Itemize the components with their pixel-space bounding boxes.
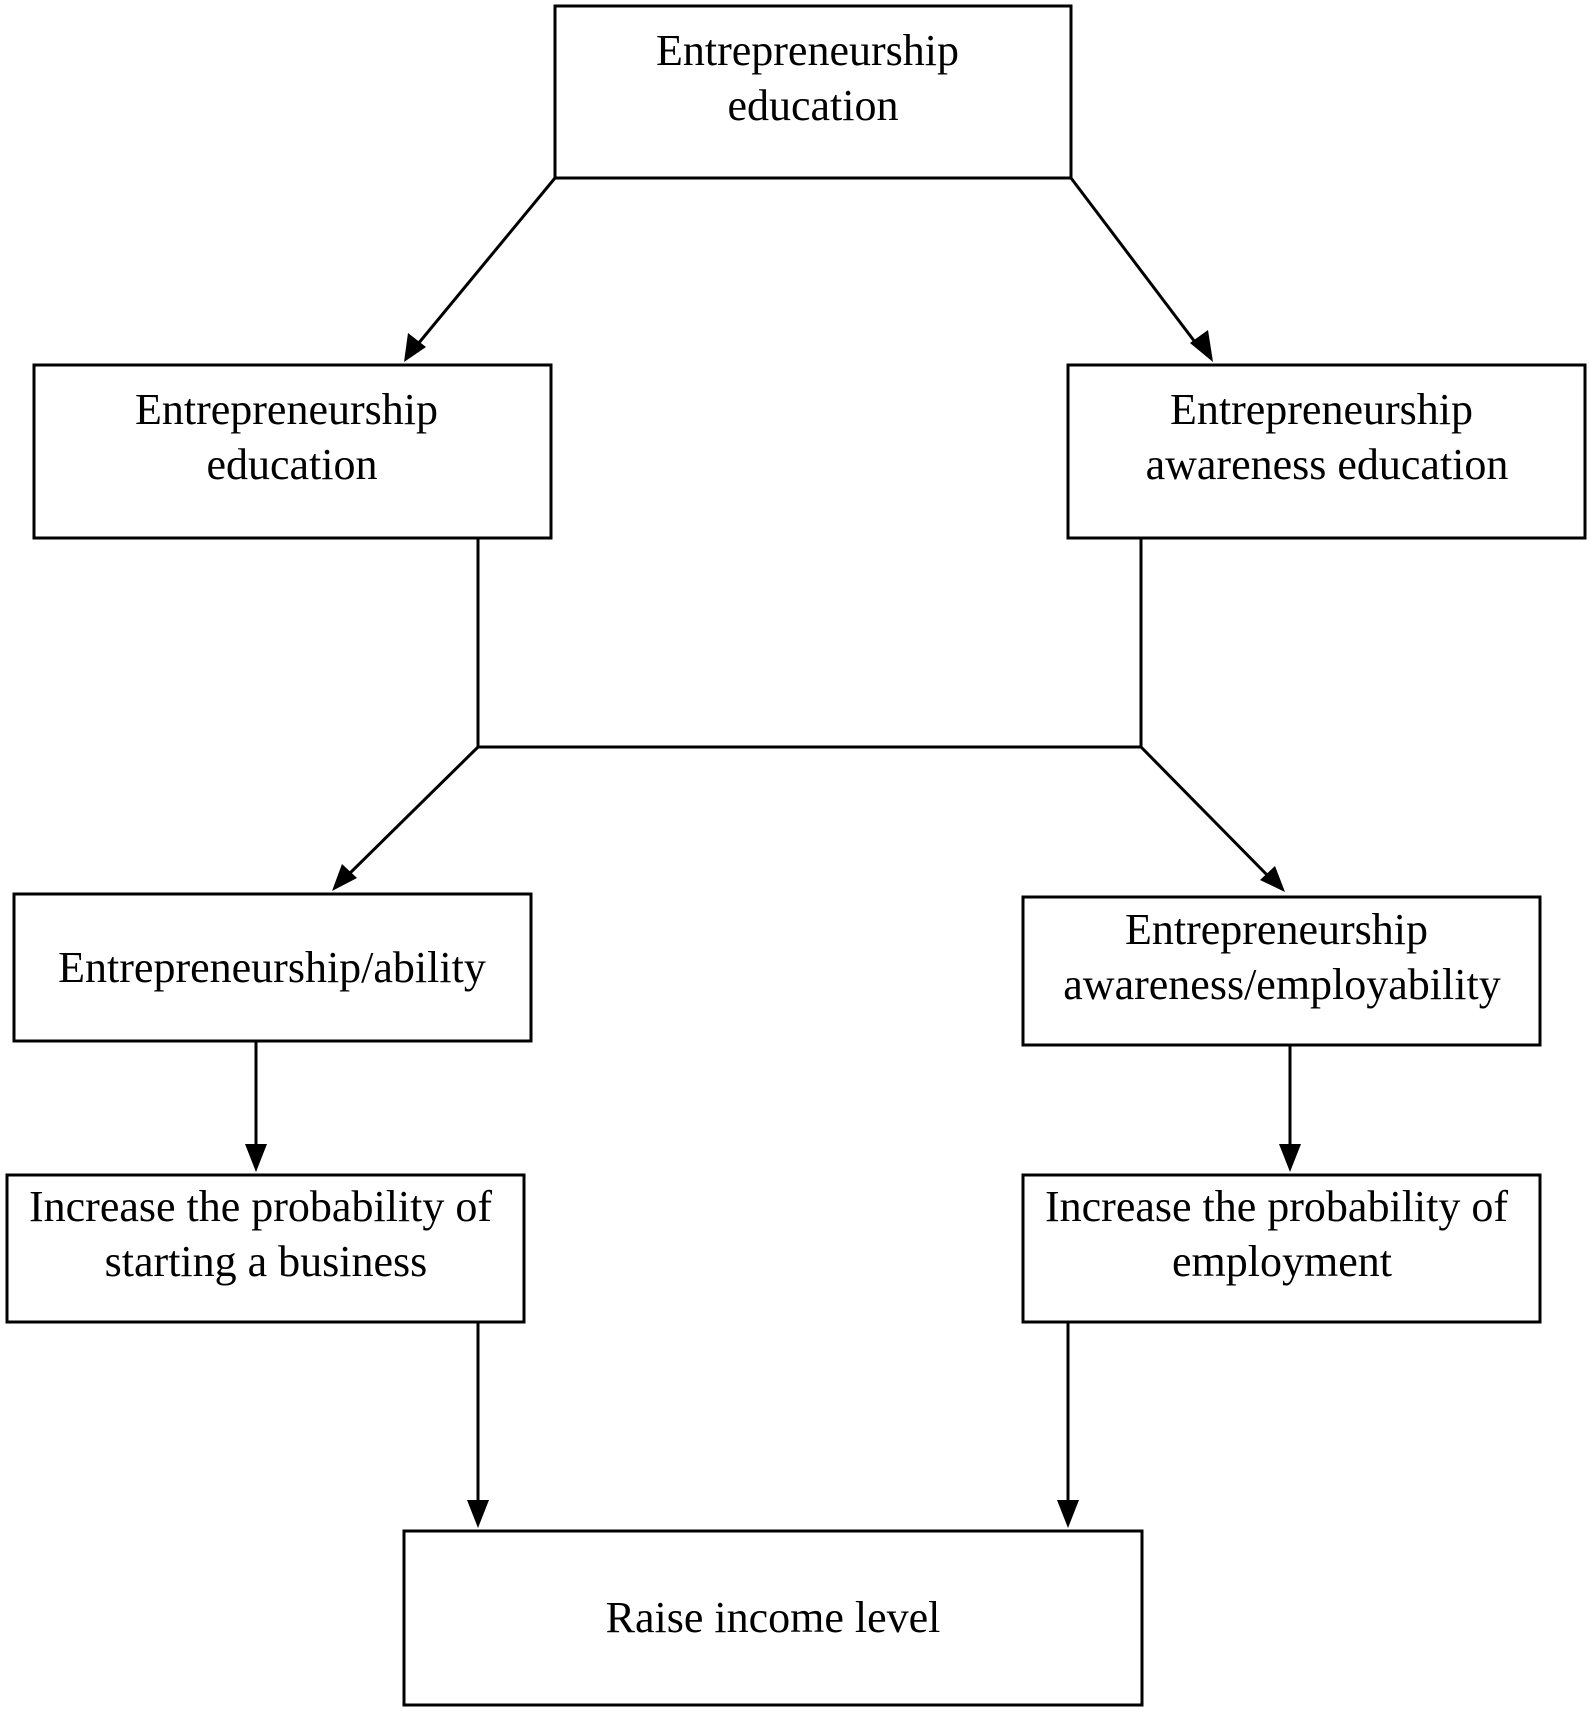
node-right-l2-box <box>1066 363 1587 540</box>
node-root-line-1: Entrepreneurship <box>656 26 959 75</box>
node-right-l4: Increase the probability of employment <box>1021 1173 1542 1324</box>
node-bottom-box <box>402 1529 1144 1707</box>
arrowhead-bottom-left <box>467 1500 489 1528</box>
node-left-l4-label: Increase the probability of starting a b… <box>29 1182 503 1286</box>
node-right-l2-line-1: Entrepreneurship <box>1170 385 1473 434</box>
node-root-box <box>553 4 1073 180</box>
node-right-l4-label: Increase the probability of employment <box>1045 1182 1519 1286</box>
edges <box>254 177 1292 1504</box>
node-bottom-label: Raise income level <box>606 1593 941 1642</box>
arrowhead-bottom-right <box>1057 1500 1079 1528</box>
node-bottom: Raise income level <box>402 1529 1144 1707</box>
arrowhead-left-l3 <box>332 864 357 891</box>
node-left-l2-label: Entrepreneurship education <box>135 385 449 489</box>
node-left-l2-line-1: Entrepreneurship <box>135 385 438 434</box>
node-root: Entrepreneurship education <box>553 4 1073 180</box>
node-right-l4-line-2: employment <box>1172 1237 1392 1286</box>
node-left-l4: Increase the probability of starting a b… <box>5 1173 526 1324</box>
node-right-l2-label: Entrepreneurship awareness education <box>1146 385 1509 489</box>
node-right-l4-line-1: Increase the probability of <box>1045 1182 1508 1231</box>
node-root-line-2: education <box>727 81 898 130</box>
edge-root-to-left-l2 <box>411 177 557 351</box>
node-right-l2: Entrepreneurship awareness education <box>1066 363 1587 540</box>
node-left-l2-line-2: education <box>206 440 377 489</box>
node-right-l4-box <box>1021 1173 1542 1324</box>
node-right-l3-line-2: awareness/employability <box>1063 960 1500 1009</box>
node-left-l4-line-1: Increase the probability of <box>29 1182 492 1231</box>
node-bottom-line-1: Raise income level <box>606 1593 941 1642</box>
node-right-l3: Entrepreneurship awareness/employability <box>1021 895 1542 1047</box>
edge-root-to-right-l2 <box>1069 177 1203 351</box>
arrowhead-right-l4 <box>1279 1144 1301 1172</box>
node-left-l2-box <box>32 363 553 540</box>
arrowheads <box>245 330 1301 1528</box>
node-left-l4-box <box>5 1173 526 1324</box>
node-right-l3-label: Entrepreneurship awareness/employability <box>1063 905 1500 1009</box>
node-left-l2: Entrepreneurship education <box>32 363 553 540</box>
edge-merge-to-right-l3 <box>1139 745 1274 882</box>
node-right-l3-line-1: Entrepreneurship <box>1125 905 1428 954</box>
node-right-l2-line-2: awareness education <box>1146 440 1509 489</box>
node-left-l3-box <box>12 892 533 1043</box>
arrowhead-left-l2 <box>404 333 426 362</box>
arrowhead-left-l4 <box>245 1144 267 1172</box>
node-left-l3-line-1: Entrepreneurship/ability <box>58 943 486 992</box>
arrowhead-right-l2 <box>1190 330 1213 362</box>
node-left-l3: Entrepreneurship/ability <box>12 892 533 1043</box>
node-root-label: Entrepreneurship education <box>656 26 970 130</box>
node-left-l4-line-2: starting a business <box>105 1237 428 1286</box>
arrowhead-right-l3 <box>1260 866 1285 892</box>
edge-merge-to-left-l3 <box>343 745 480 880</box>
node-right-l3-box <box>1021 895 1542 1047</box>
node-left-l3-label: Entrepreneurship/ability <box>58 943 486 992</box>
